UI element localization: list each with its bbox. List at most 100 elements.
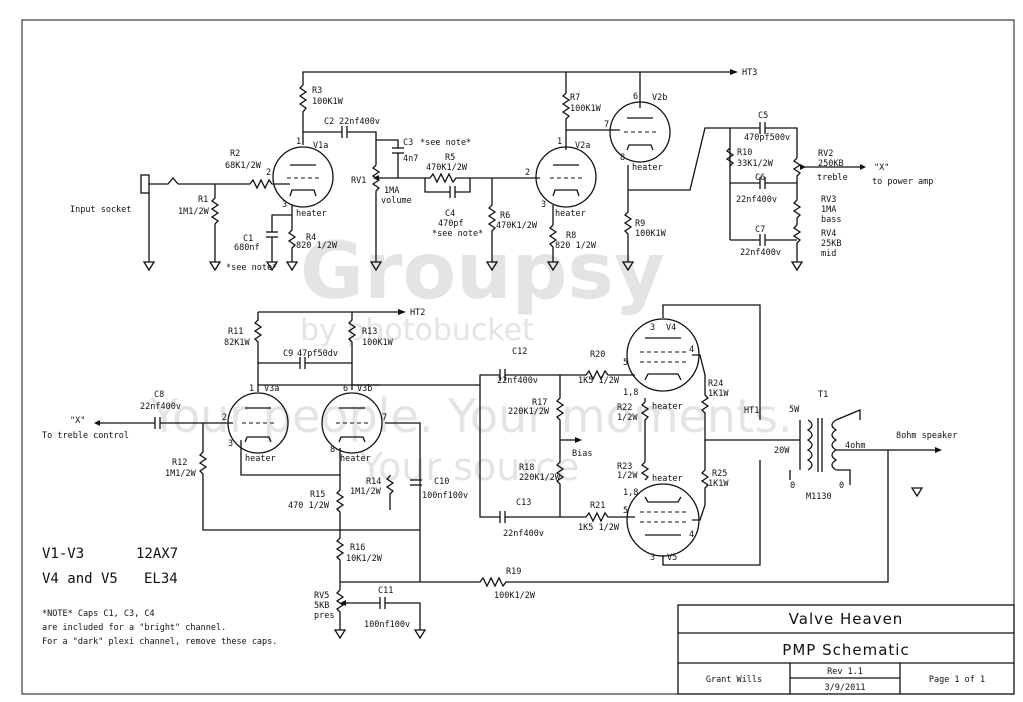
watermark-sub: Your source [359,445,579,489]
val-r16: 10K1/2W [346,554,383,564]
ref-r8: R8 [566,231,576,241]
val-r4: 820 1/2W [296,241,338,251]
net-labels: HT3 HT2 HT1 "X" "X" Bias [70,68,889,459]
label-tap-0b: 0 [839,481,844,491]
ref-r23: R23 [617,462,632,472]
pin-v5-4: 4 [689,530,694,540]
tube-v1a [272,146,334,208]
ref-r1: R1 [198,195,208,205]
val-r9: 100K1W [635,229,667,239]
note-line-3: For a "dark" plexi channel, remove these… [42,637,277,647]
title-date: 3/9/2011 [825,683,866,693]
val-r15: 470 1/2W [288,501,330,511]
ref-rv1: RV1 [351,176,366,186]
val-r13: 100K1W [362,338,394,348]
ref-rv4: RV4 [821,229,836,239]
label-5w: 5W [789,405,800,415]
val-c7: 22nf400v [740,248,781,258]
wiring-poweramp [94,304,942,630]
note-tubes-1: V1-V3 [42,546,84,562]
label-heater-v2b: heater [632,163,663,173]
pin-v3a-1: 1 [249,384,254,394]
val-r22: 1/2W [617,413,638,423]
label-see-note-c4: *see note* [432,229,483,239]
ref-r20: R20 [590,350,605,360]
val-rv5: 5KB [314,601,329,611]
ref-c5: C5 [758,111,768,121]
val-c9: 47pf50dv [297,349,338,359]
title-page: Page 1 of 1 [929,675,985,685]
val-c11: 100nf100v [364,620,410,630]
val-r23: 1/2W [617,471,638,481]
ref-r7: R7 [570,93,580,103]
ref-c4: C4 [445,209,455,219]
val-r2: 68K1/2W [225,161,262,171]
tube-label-v3b: V3b [357,384,372,394]
ground-symbols-top [142,261,804,272]
net-ht2: HT2 [410,308,425,318]
ref-c12: C12 [512,347,527,357]
note-tubes-1-type: 12AX7 [136,546,178,562]
val-r11: 82K1W [224,338,250,348]
ref-r22: R22 [617,403,632,413]
val-c5: 470pf500v [744,133,790,143]
pin-v1a-3: 3 [282,200,287,210]
val-r17: 220K1/2W [508,407,550,417]
tube-label-v3a: V3a [264,384,279,394]
label-heater-v4: heater [652,402,683,412]
val-c12: 22nf400v [497,376,538,386]
label-heater-v3a: heater [245,454,276,464]
pin-v2a-1: 1 [557,137,562,147]
val-c2: 22nf400v [339,117,380,127]
label-heater-v2a: heater [555,209,586,219]
ref-r25: R25 [712,469,727,479]
pin-v3b-7: 7 [382,413,387,423]
pin-v2a-2: 2 [525,168,530,178]
val-c13: 22nf400v [503,529,544,539]
val-rv1: 1MA [384,186,399,196]
ref-rv3: RV3 [821,195,836,205]
notes: V1-V3 12AX7 V4 and V5 EL34 *NOTE* Caps C… [42,546,277,647]
ground-symbols-bottom [333,629,427,640]
pin-v2b-6: 6 [633,92,638,102]
title-company: Valve Heaven [789,610,904,628]
net-x-out: "X" [874,163,889,173]
val-r18: 220K1/2W [519,473,561,483]
note-line-2: are included for a "bright" channel. [42,623,226,633]
title-block: Valve Heaven PMP Schematic Grant Wills R… [677,604,1015,695]
pin-v3b-6: 6 [343,384,348,394]
note-line-1: *NOTE* Caps C1, C3, C4 [42,609,155,619]
pin-v4-5: 5 [623,358,628,368]
label-20w: 20W [774,446,790,456]
tube-v4 [626,318,700,392]
drawing-border [21,19,1015,695]
title-rev: Rev 1.1 [827,667,863,677]
component-labels: R1 1M1/2W R2 68K1/2W R3 100K1W R4 820 1/… [140,86,844,630]
ref-r24: R24 [708,379,723,389]
label-t1: T1 [818,390,828,400]
pin-v3a-2: 2 [222,413,227,423]
tube-label-v5: V5 [667,553,677,563]
val-c8: 22nf400v [140,402,181,412]
title-schematic: PMP Schematic [782,641,909,659]
ref-c2: C2 [324,117,334,127]
ref-r10: R10 [737,148,752,158]
label-input-socket: Input socket [70,205,131,215]
label-to-treble: To treble control [42,431,129,441]
ref-r15: R15 [310,490,325,500]
pin-v3a-3: 3 [228,439,233,449]
label-see-note-c3: *see note* [420,138,471,148]
tube-v5 [626,483,700,557]
val-r21: 1K5 1/2W [578,523,620,533]
pin-v2b-7: 7 [604,120,609,130]
ref-c7: C7 [755,225,765,235]
ref-c9: C9 [283,349,293,359]
label-pres: pres [314,611,334,621]
net-bias: Bias [572,449,592,459]
tube-label-v2a: V2a [575,141,590,151]
tube-label-v4: V4 [666,323,676,333]
ref-c8: C8 [154,390,164,400]
net-ht3: HT3 [742,68,757,78]
ref-rv2: RV2 [818,149,833,159]
